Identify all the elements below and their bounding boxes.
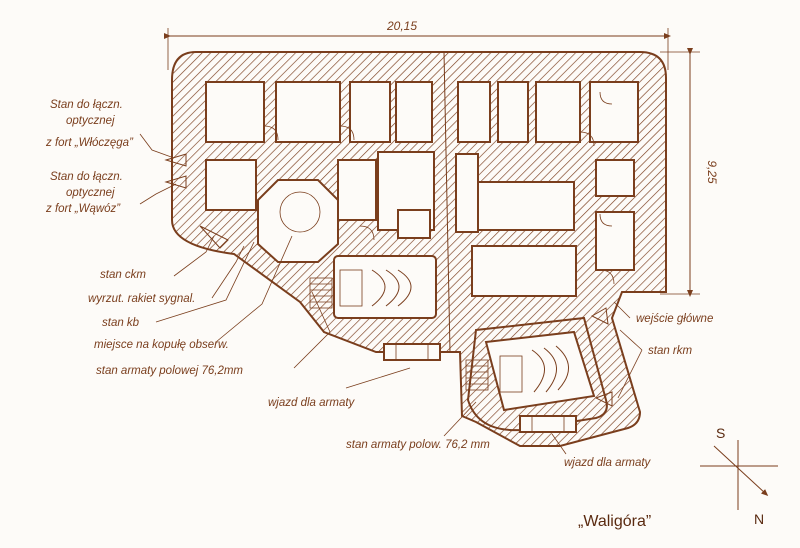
label-optic-wawoz-1: Stan do łączn. bbox=[50, 171, 123, 183]
label-gun-left: stan armaty polowej 76,2mm bbox=[96, 365, 243, 377]
label-kb: stan kb bbox=[102, 317, 140, 329]
label-rockets: wyrzut. rakiet sygnal. bbox=[88, 293, 195, 305]
annotations: Stan do łączn. optycznej z fort „Włóczęg… bbox=[45, 99, 713, 469]
label-entry-gun-left: wjazd dla armaty bbox=[268, 397, 356, 409]
label-optic-wloczega-2: optycznej bbox=[66, 115, 115, 127]
stairs-right bbox=[465, 359, 489, 391]
cupola-room bbox=[257, 179, 339, 263]
label-rkm: stan rkm bbox=[648, 345, 693, 357]
room-n5 bbox=[497, 81, 529, 143]
label-gun-right: stan armaty polow. 76,2 mm bbox=[346, 439, 490, 451]
room-n2 bbox=[349, 81, 391, 143]
room-n4 bbox=[457, 81, 491, 143]
label-optic-wloczega-1: Stan do łączn. bbox=[50, 99, 123, 111]
depth-dimension: 9,25 bbox=[660, 48, 719, 297]
room-c3 bbox=[477, 181, 575, 231]
room-nw bbox=[205, 81, 265, 143]
label-cupola: miejsce na kopułę obserw. bbox=[94, 339, 229, 351]
room-c1 bbox=[337, 159, 377, 221]
gun-chamber-right bbox=[484, 330, 596, 412]
label-ckm: stan ckm bbox=[100, 269, 146, 281]
depth-value: 9,25 bbox=[705, 160, 719, 184]
room-se bbox=[471, 245, 577, 297]
compass-north: N bbox=[754, 511, 764, 527]
label-main-entrance: wejście główne bbox=[636, 313, 713, 325]
loopholes bbox=[164, 153, 613, 407]
stairs-left bbox=[309, 277, 333, 309]
gun-exit-left bbox=[383, 343, 441, 361]
cupola-circle bbox=[279, 191, 321, 233]
rooms bbox=[205, 81, 639, 412]
label-optic-wawoz-3: z fort „Wąwóz” bbox=[45, 203, 121, 215]
label-entry-gun-right: wjazd dla armaty bbox=[564, 457, 652, 469]
room-ne bbox=[589, 81, 639, 143]
plan-title: „Waligóra” bbox=[578, 513, 651, 530]
expansion-joint bbox=[443, 51, 451, 353]
room-w bbox=[205, 159, 257, 211]
leader-lines bbox=[139, 133, 643, 455]
label-optic-wawoz-2: optycznej bbox=[66, 187, 115, 199]
room-n3 bbox=[395, 81, 433, 143]
gun-left-symbol bbox=[339, 269, 412, 307]
room-e1 bbox=[595, 159, 635, 197]
compass-south: S bbox=[716, 425, 725, 441]
width-value: 20,15 bbox=[386, 19, 417, 33]
corridor-c bbox=[455, 153, 479, 233]
label-optic-wloczega-3: z fort „Włóczęga” bbox=[45, 137, 134, 149]
gun-right-symbol bbox=[499, 345, 569, 393]
room-n6 bbox=[535, 81, 581, 143]
width-dimension: 20,15 bbox=[164, 19, 671, 70]
gun-exit-right bbox=[519, 415, 577, 433]
room-small bbox=[397, 209, 431, 239]
door-swings bbox=[263, 91, 615, 285]
room-n1 bbox=[275, 81, 341, 143]
compass-rose: S N bbox=[700, 425, 778, 527]
